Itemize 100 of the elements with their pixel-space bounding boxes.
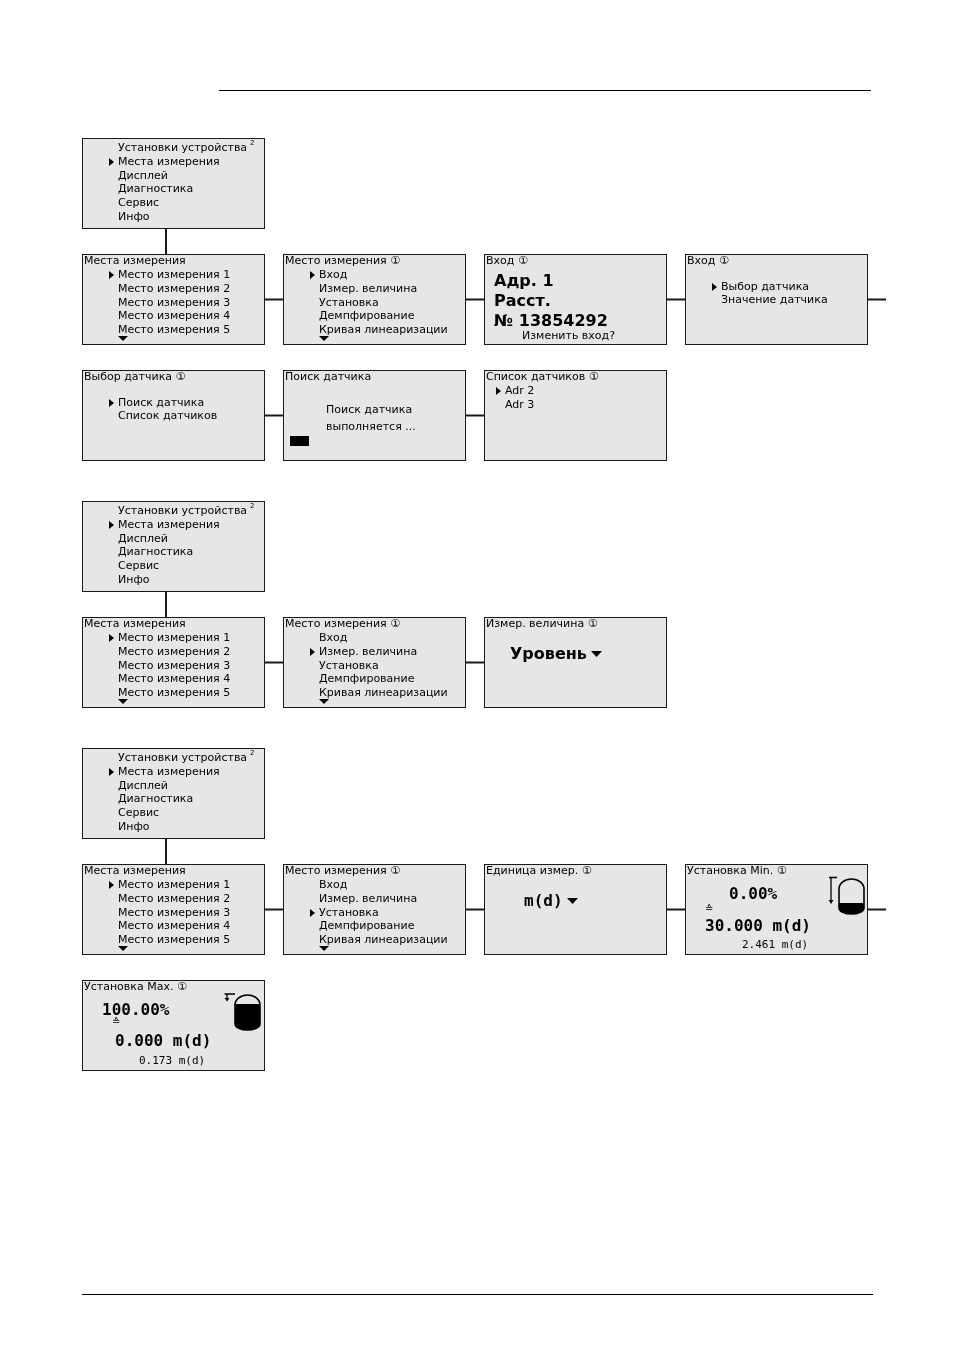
screen-title: Измер. величина ① — [486, 617, 598, 630]
display-screen — [82, 370, 265, 461]
menu-item: Место измерения 4 — [118, 919, 231, 932]
screen-title: Места измерения — [84, 864, 186, 877]
measured-value: 0.173 m(d) — [139, 1055, 206, 1067]
connector-line — [867, 298, 887, 301]
display-value: Адр. 1 — [494, 271, 554, 290]
connector-line — [666, 908, 686, 911]
screen-title: Вход ① — [486, 254, 528, 267]
display-value: Расст. — [494, 291, 551, 310]
menu-item: Место измерения 2 — [118, 892, 231, 905]
display-screen — [484, 254, 667, 345]
screen-title: Поиск датчика — [285, 370, 372, 383]
display-value: 30.000 m(d) — [705, 917, 811, 935]
menu-item: Установка — [319, 906, 379, 919]
menu-item: Места измерения — [118, 765, 220, 778]
menu-item: Место измерения 5 — [118, 323, 231, 336]
menu-item: Дисплей — [118, 169, 168, 182]
measured-value: 2.461 m(d) — [742, 939, 809, 951]
menu-item: Место измерения 4 — [118, 309, 231, 322]
menu-item: Место измерения 1 — [118, 268, 231, 281]
display-screen — [484, 617, 667, 708]
display-screen — [82, 864, 265, 955]
corresponds-sign: ≙ — [705, 903, 714, 915]
display-screen — [283, 254, 466, 345]
menu-item: Места измерения — [118, 518, 220, 531]
screen-title: Единица измер. ① — [486, 864, 592, 877]
connector-line — [264, 298, 284, 301]
menu-item: Демпфирование — [319, 309, 415, 322]
menu-item: Демпфирование — [319, 672, 415, 685]
menu-item: Инфо — [118, 210, 150, 223]
menu-item: Значение датчика — [721, 293, 828, 306]
display-screen — [82, 501, 265, 592]
screen-title: Место измерения ① — [285, 864, 401, 877]
menu-item: Место измерения 2 — [118, 645, 231, 658]
prompt-text: Изменить вход? — [522, 330, 616, 342]
screen-title: Выбор датчика ① — [84, 370, 186, 383]
menu-item: Выбор датчика — [721, 280, 809, 293]
corresponds-sign: ≙ — [112, 1016, 121, 1028]
connector-line — [165, 228, 167, 255]
menu-item: Кривая линеаризации — [319, 933, 448, 946]
menu-item: Места измерения — [118, 155, 220, 168]
menu-item: Дисплей — [118, 532, 168, 545]
menu-item: Место измерения 1 — [118, 631, 231, 644]
menu-item: Измер. величина — [319, 645, 418, 658]
menu-item: Сервис — [118, 559, 160, 572]
menu-item: Кривая линеаризации — [319, 686, 448, 699]
menu-item: Место измерения 4 — [118, 672, 231, 685]
display-screen — [82, 254, 265, 345]
menu-item: Adr 3 — [505, 398, 535, 411]
connector-line — [264, 661, 284, 664]
connector-line — [165, 838, 167, 865]
screen-title: Установка Min. ① — [687, 864, 787, 877]
status-text: Поиск датчика выполняется ... — [326, 402, 417, 435]
menu-item: Сервис — [118, 806, 160, 819]
display-value: Уровень — [510, 644, 587, 663]
menu-item: Место измерения 3 — [118, 296, 231, 309]
connector-line — [165, 591, 167, 618]
menu-item: Сервис — [118, 196, 160, 209]
display-value: 0.000 m(d) — [115, 1032, 212, 1050]
menu-item: Диагностика — [118, 792, 194, 805]
display-value: № 13854292 — [494, 311, 608, 330]
menu-item: Вход — [319, 631, 348, 644]
display-screen — [283, 617, 466, 708]
display-screen — [685, 254, 868, 345]
menu-item: Установка — [319, 296, 379, 309]
display-value: m(d) — [524, 892, 563, 910]
menu-item: Вход — [319, 878, 348, 891]
menu-item: Место измерения 5 — [118, 686, 231, 699]
menu-item: Диагностика — [118, 545, 194, 558]
connector-line — [465, 298, 485, 301]
menu-item: Место измерения 3 — [118, 906, 231, 919]
menu-item: Adr 2 — [505, 384, 535, 397]
menu-item: Место измерения 3 — [118, 659, 231, 672]
display-screen — [283, 370, 466, 461]
connector-line — [264, 414, 284, 417]
connector-line — [465, 414, 485, 417]
menu-item: Диагностика — [118, 182, 194, 195]
menu-item: Инфо — [118, 820, 150, 833]
display-screen — [82, 617, 265, 708]
connector-line — [867, 908, 887, 911]
display-screen — [685, 864, 868, 955]
menu-item: Вход — [319, 268, 348, 281]
screen-title: Установка Max. ① — [84, 980, 187, 993]
display-screen — [283, 864, 466, 955]
menu-item: Измер. величина — [319, 892, 418, 905]
menu-item: Установка — [319, 659, 379, 672]
menu-item: Демпфирование — [319, 919, 415, 932]
menu-item: Место измерения 2 — [118, 282, 231, 295]
connector-line — [666, 298, 686, 301]
screen-title: Место измерения ① — [285, 617, 401, 630]
connector-line — [264, 908, 284, 911]
display-value: 0.00% — [729, 885, 778, 903]
display-screen — [82, 138, 265, 229]
screen-title: Вход ① — [687, 254, 729, 267]
menu-item: Список датчиков — [118, 409, 218, 422]
display-screen — [82, 980, 265, 1071]
display-screen — [82, 748, 265, 839]
connector-line — [465, 908, 485, 911]
menu-item: Измер. величина — [319, 282, 418, 295]
